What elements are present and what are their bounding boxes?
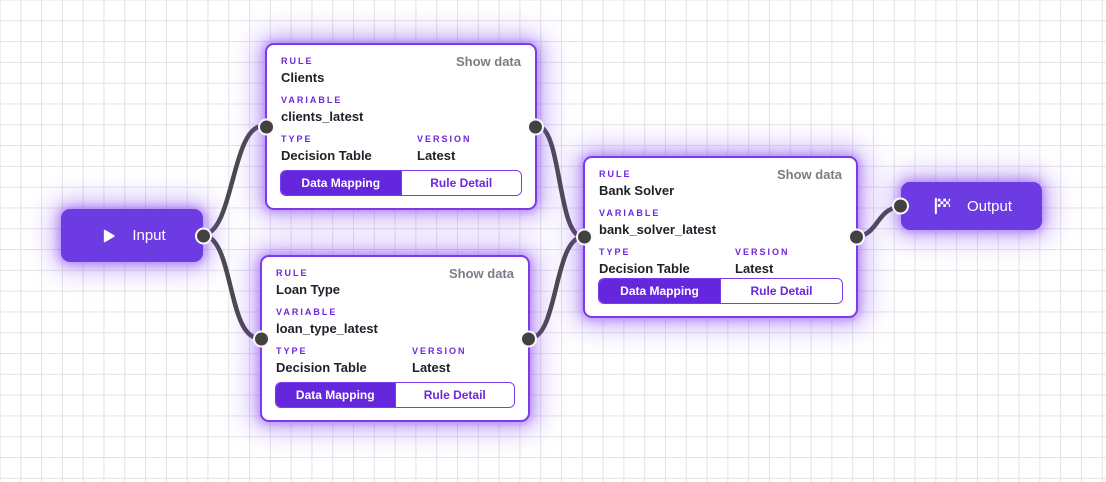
rule-value: Loan Type: [276, 282, 341, 297]
type-field: TYPE Decision Table: [281, 134, 417, 163]
type-value: Decision Table: [276, 360, 367, 375]
type-field: TYPE Decision Table: [276, 346, 412, 375]
version-label: VERSION: [735, 247, 790, 257]
show-data-button[interactable]: Show data: [448, 266, 514, 281]
clients-target-handle[interactable]: [258, 118, 275, 135]
variable-field: VARIABLE loan_type_latest: [276, 307, 514, 336]
output-node-label: Output: [966, 197, 1013, 215]
rule-value: Bank Solver: [599, 183, 675, 198]
loan-type-source-handle[interactable]: [520, 330, 537, 347]
rule-node-bank-solver[interactable]: Show data RULE Bank Solver VARIABLE bank…: [576, 156, 865, 318]
version-value: Latest: [417, 148, 456, 163]
type-label: TYPE: [276, 346, 308, 356]
loan-type-target-handle[interactable]: [253, 330, 270, 347]
bank-solver-source-handle[interactable]: [848, 228, 865, 246]
input-node[interactable]: Input: [61, 209, 212, 262]
version-field: VERSION Latest: [735, 247, 790, 276]
rule-label: RULE: [281, 56, 314, 66]
type-value: Decision Table: [599, 261, 690, 276]
bank-solver-target-handle[interactable]: [576, 228, 593, 246]
checkered-flag-icon: [931, 195, 953, 217]
rule-field: RULE Clients: [281, 56, 521, 85]
version-field: VERSION Latest: [417, 134, 472, 163]
output-target-handle[interactable]: [892, 197, 909, 215]
rule-label: RULE: [276, 268, 309, 278]
edge-clients-to-bank-solver[interactable]: [534, 123, 586, 240]
rule-node-clients[interactable]: Show data RULE Clients VARIABLE clients_…: [258, 43, 544, 210]
tab-data-mapping[interactable]: Data Mapping: [599, 279, 720, 303]
variable-value: loan_type_latest: [276, 321, 378, 336]
rule-field: RULE Loan Type: [276, 268, 514, 297]
input-source-handle[interactable]: [195, 227, 212, 244]
tab-rule-detail[interactable]: Rule Detail: [394, 383, 514, 407]
tab-switcher: Data Mapping Rule Detail: [598, 278, 843, 304]
tab-switcher: Data Mapping Rule Detail: [275, 382, 515, 408]
version-value: Latest: [412, 360, 451, 375]
variable-label: VARIABLE: [599, 208, 661, 218]
type-label: TYPE: [281, 134, 313, 144]
version-value: Latest: [735, 261, 774, 276]
tab-data-mapping[interactable]: Data Mapping: [281, 171, 401, 195]
tab-rule-detail[interactable]: Rule Detail: [720, 279, 842, 303]
edge-input-to-loan-type[interactable]: [199, 232, 262, 341]
rule-value: Clients: [281, 70, 325, 85]
type-label: TYPE: [599, 247, 631, 257]
type-value: Decision Table: [281, 148, 372, 163]
tab-rule-detail[interactable]: Rule Detail: [400, 171, 521, 195]
variable-label: VARIABLE: [281, 95, 343, 105]
variable-label: VARIABLE: [276, 307, 338, 317]
variable-value: clients_latest: [281, 109, 364, 124]
input-node-label: Input: [132, 227, 166, 244]
output-node[interactable]: Output: [892, 182, 1042, 230]
show-data-button[interactable]: Show data: [776, 167, 842, 182]
rule-label: RULE: [599, 169, 632, 179]
tab-switcher: Data Mapping Rule Detail: [280, 170, 522, 196]
variable-value: bank_solver_latest: [599, 222, 717, 237]
version-field: VERSION Latest: [412, 346, 467, 375]
rule-node-loan-type[interactable]: Show data RULE Loan Type VARIABLE loan_t…: [253, 255, 537, 422]
edge-loan-type-to-bank-solver[interactable]: [527, 234, 586, 341]
rule-field: RULE Bank Solver: [599, 169, 842, 198]
show-data-button[interactable]: Show data: [455, 54, 521, 69]
clients-source-handle[interactable]: [527, 118, 544, 135]
version-label: VERSION: [417, 134, 472, 144]
variable-field: VARIABLE clients_latest: [281, 95, 521, 124]
version-label: VERSION: [412, 346, 467, 356]
variable-field: VARIABLE bank_solver_latest: [599, 208, 842, 237]
tab-data-mapping[interactable]: Data Mapping: [276, 383, 395, 407]
play-icon: [98, 226, 118, 246]
type-field: TYPE Decision Table: [599, 247, 735, 276]
edge-input-to-clients[interactable]: [199, 123, 266, 238]
